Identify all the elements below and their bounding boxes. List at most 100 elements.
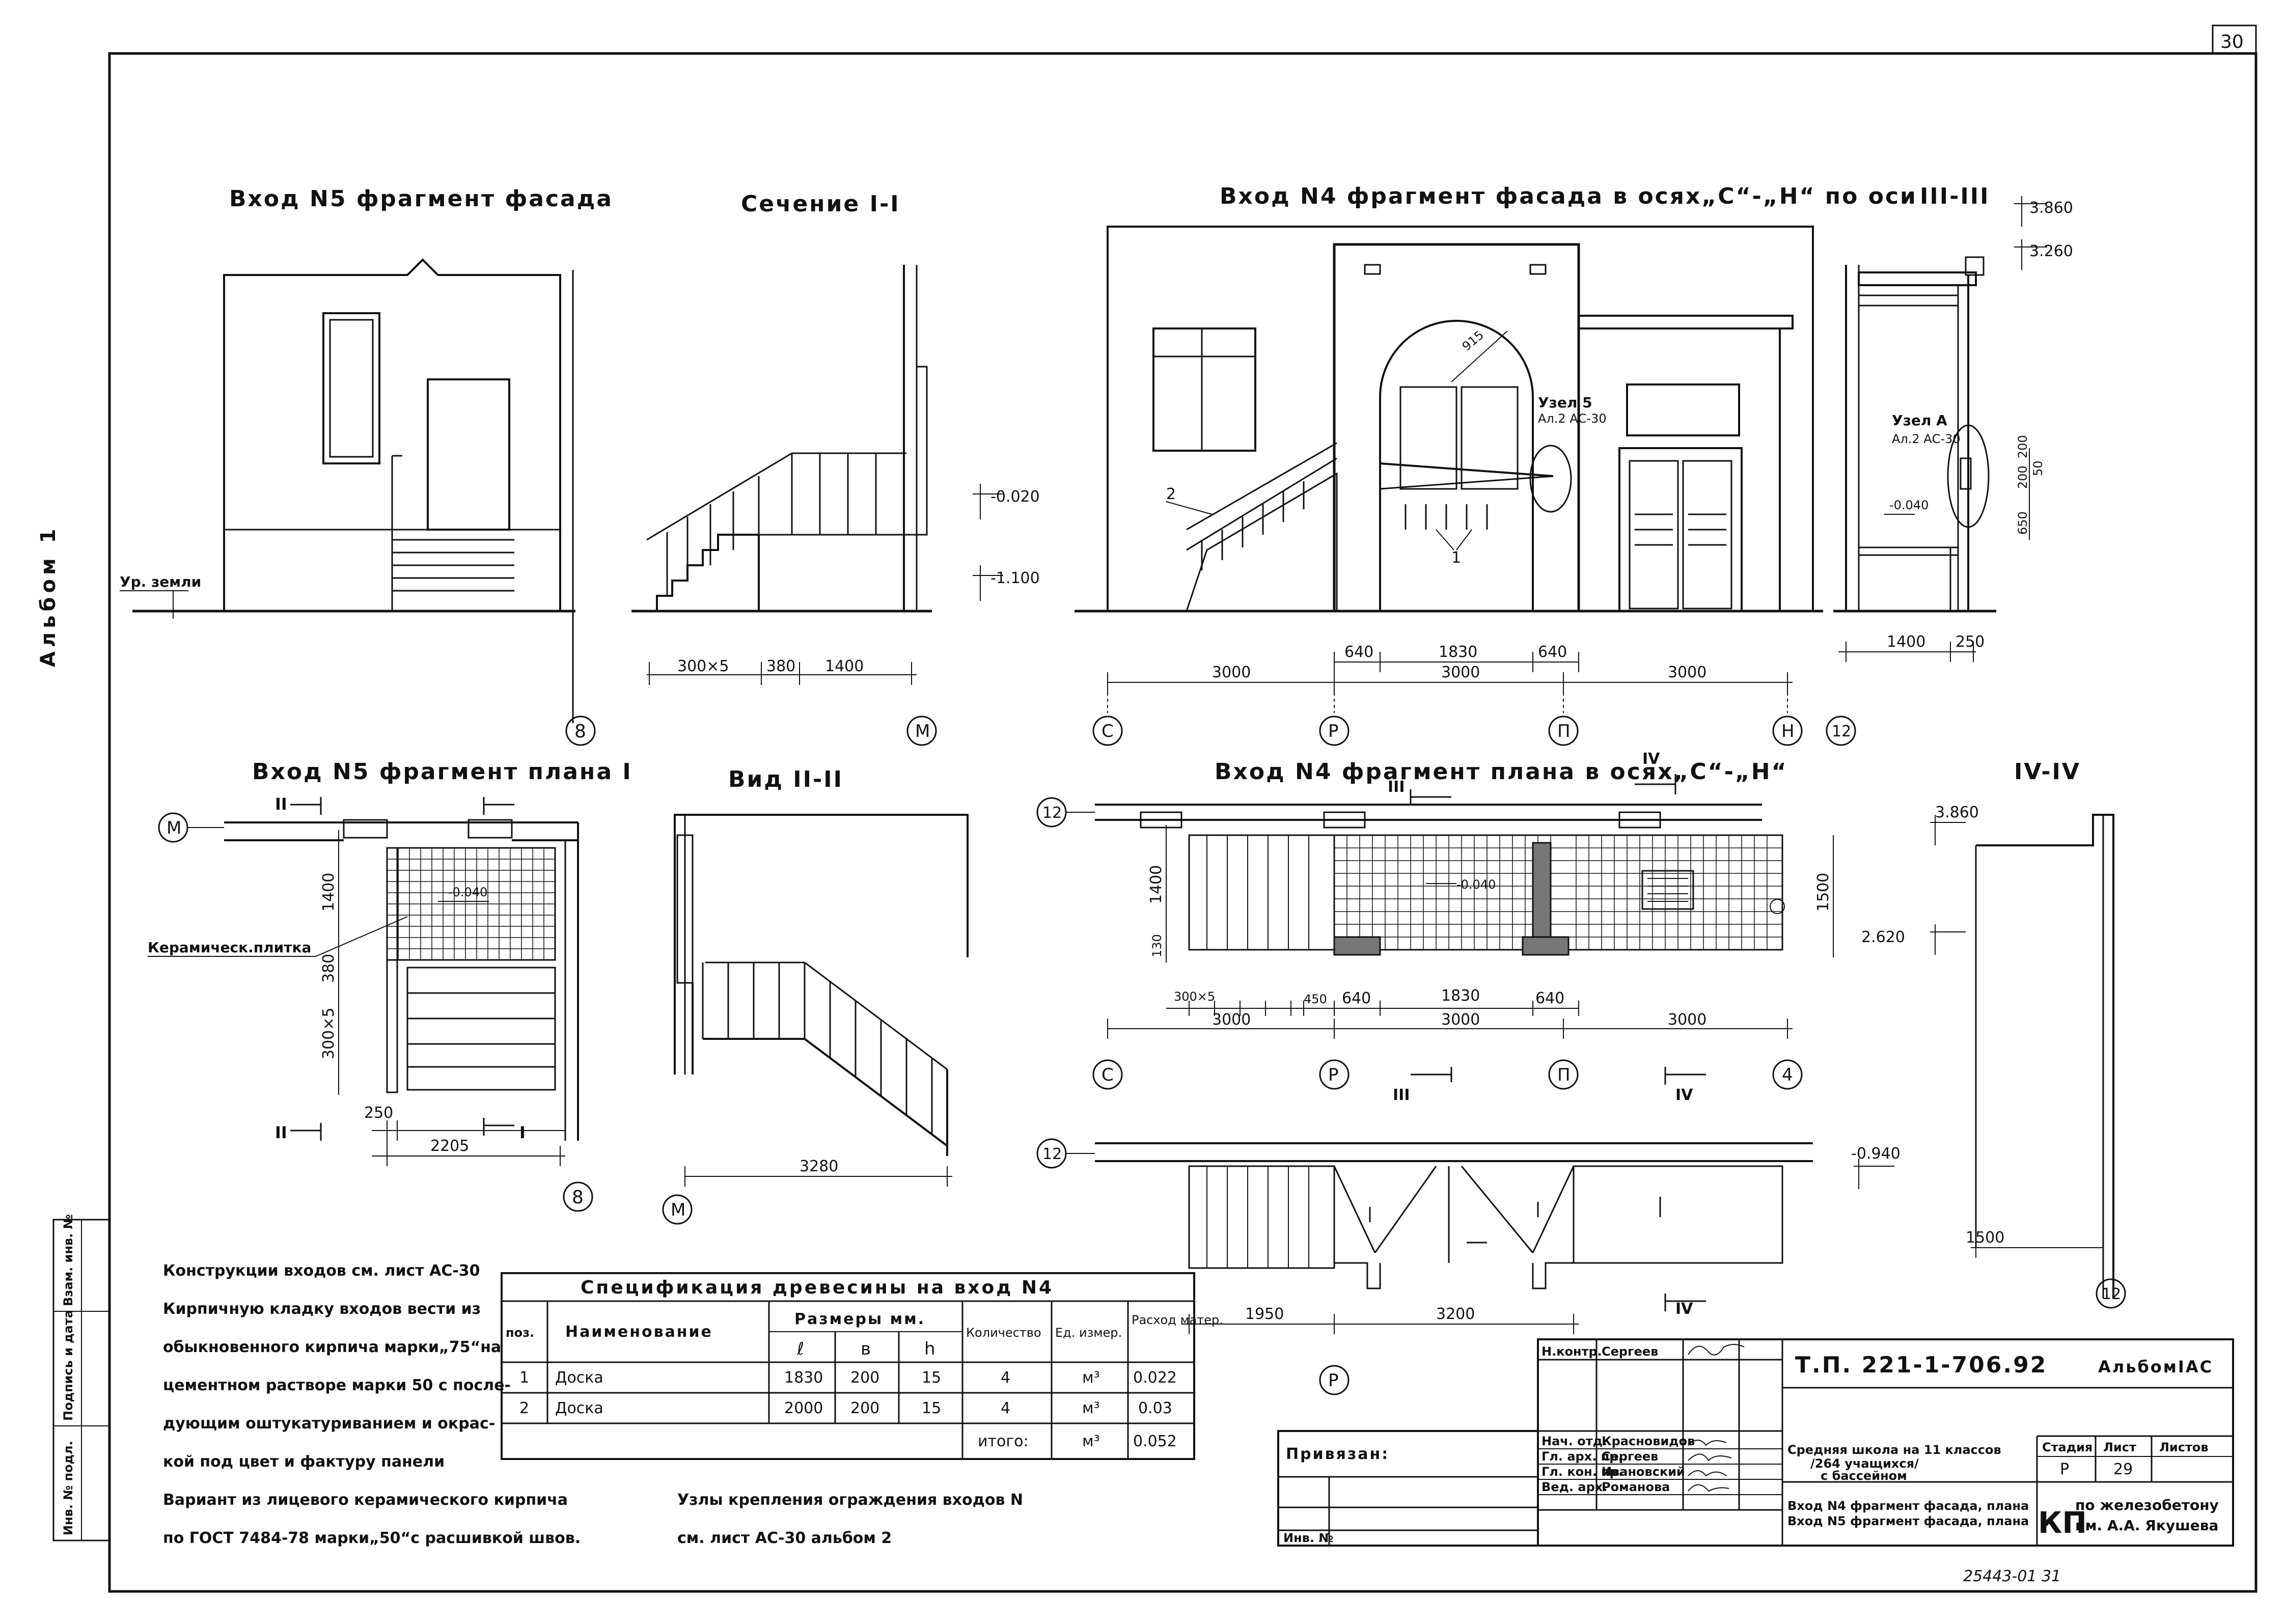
view-title: Вход N4 фрагмент фасада в осях„С“-„Н“ по… [1220, 183, 1917, 209]
wood-spec-table: Спецификация древесины на вход N4 поз. Н… [501, 1272, 1223, 1460]
axis-marker-m [906, 715, 937, 746]
svg-text:цементном растворе марки 50 с: цементном растворе марки 50 с после- [163, 1377, 511, 1394]
plan-grille [1641, 870, 1694, 910]
axis-marker-8 [563, 1181, 593, 1212]
plan-pier-right-base [1522, 936, 1570, 956]
svg-text:0.03: 0.03 [1138, 1399, 1172, 1417]
svg-text:Ал.2 АС-30: Ал.2 АС-30 [1538, 411, 1607, 426]
svg-text:III: III [1388, 778, 1405, 796]
svg-text:ℓ: ℓ [796, 1339, 804, 1359]
svg-text:250: 250 [364, 1104, 393, 1122]
svg-text:М: М [915, 721, 930, 741]
plan-tile-grid [1333, 834, 1783, 951]
svg-text:0.052: 0.052 [1133, 1433, 1177, 1450]
axis-marker-p [1319, 1365, 1350, 1395]
svg-text:-0.020: -0.020 [990, 488, 1040, 506]
view-title: Вход N5 фрагмент плана I [252, 759, 632, 785]
album-side-label: Альбом 1 [37, 525, 60, 667]
svg-text:Конструкции входов см. лист АС: Конструкции входов см. лист АС-30 [163, 1262, 480, 1280]
sheet-frame [108, 52, 2258, 1593]
svg-text:по ГОСТ 7484-78 марки„50“с рас: по ГОСТ 7484-78 марки„50“с расшивкой шво… [163, 1529, 581, 1547]
svg-text:640: 640 [1342, 989, 1371, 1007]
svg-text:450: 450 [1304, 992, 1327, 1006]
svg-text:2: 2 [1166, 485, 1176, 503]
svg-text:50: 50 [2031, 460, 2045, 476]
svg-text:П: П [1557, 1065, 1571, 1085]
svg-text:П: П [1557, 721, 1571, 741]
svg-text:12: 12 [2102, 1285, 2121, 1303]
view-title: IV-IV [2014, 759, 2081, 785]
svg-text:м³: м³ [1082, 1399, 1100, 1417]
svg-text:Сергеев: Сергеев [1602, 1344, 1658, 1359]
svg-text:640: 640 [1535, 989, 1564, 1007]
svg-text:м³: м³ [1082, 1433, 1100, 1450]
view-section-3: III-III Узел А Ал.2 АС-30 3.860 3.260 -0… [1826, 183, 2073, 746]
svg-text:12: 12 [1042, 1145, 1062, 1163]
page-number-box [2212, 24, 2257, 54]
svg-text:м³: м³ [1082, 1369, 1100, 1387]
svg-text:15: 15 [922, 1369, 941, 1387]
node-a-marker [1947, 424, 1990, 528]
svg-text:3200: 3200 [1436, 1305, 1475, 1323]
svg-text:200: 200 [2016, 465, 2030, 489]
svg-text:Ивановский: Ивановский [1602, 1465, 1685, 1479]
svg-text:1400: 1400 [825, 657, 864, 675]
svg-text:3.860: 3.860 [1935, 804, 1979, 821]
svg-text:М: М [167, 818, 181, 838]
svg-text:640: 640 [1344, 643, 1373, 661]
svg-text:Средняя школа на 11 классов: Средняя школа на 11 классов [1787, 1443, 2001, 1457]
svg-text:IV: IV [1675, 1086, 1693, 1104]
svg-text:3280: 3280 [800, 1158, 838, 1175]
node-5-marker [1529, 445, 1572, 513]
svg-text:поз.: поз. [506, 1326, 534, 1340]
view-entrance4-facade: Вход N4 фрагмент фасада в осях„С“-„Н“ по… [1075, 183, 1917, 746]
svg-text:по железобетону: по железобетону [2075, 1497, 2219, 1513]
svg-text:обыкновенного кирпича марки„75: обыкновенного кирпича марки„75“на [163, 1338, 501, 1356]
svg-text:3000: 3000 [1441, 1011, 1480, 1029]
svg-text:Сергеев: Сергеев [1602, 1449, 1658, 1464]
svg-text:I: I [519, 1123, 526, 1142]
svg-text:Р: Р [1328, 1065, 1339, 1085]
svg-text:итого:: итого: [978, 1433, 1029, 1450]
svg-text:2: 2 [519, 1399, 529, 1417]
svg-text:29: 29 [2113, 1461, 2133, 1478]
svg-text:15: 15 [922, 1399, 941, 1417]
svg-text:200: 200 [850, 1369, 879, 1387]
svg-text:130: 130 [1150, 934, 1164, 957]
svg-text:1950: 1950 [1245, 1305, 1284, 1323]
svg-text:Расход матер.: Расход матер. [1132, 1313, 1223, 1327]
page-number: 30 [2220, 32, 2244, 52]
svg-text:IV: IV [1675, 1300, 1693, 1318]
svg-text:-0.040: -0.040 [1889, 498, 1929, 512]
axis-marker-p [1319, 1059, 1350, 1090]
svg-text:М: М [671, 1200, 685, 1220]
svg-text:Вариант из лицевого керамическ: Вариант из лицевого керамического кирпич… [163, 1491, 568, 1509]
svg-text:см. лист АС-30 альбом 2: см. лист АС-30 альбом 2 [677, 1529, 892, 1547]
axis-marker-m [662, 1194, 693, 1225]
svg-text:Узел 5: Узел 5 [1538, 394, 1592, 411]
svg-text:/264 учащихся/: /264 учащихся/ [1810, 1456, 1919, 1471]
svg-text:200: 200 [2016, 435, 2030, 458]
svg-text:2.620: 2.620 [1861, 928, 1905, 946]
svg-text:1400: 1400 [320, 873, 338, 912]
svg-text:1400: 1400 [1887, 633, 1925, 651]
axis-marker-s [1092, 715, 1123, 746]
svg-text:3000: 3000 [1668, 1011, 1706, 1029]
svg-text:Подпись и дата: Подпись и дата [61, 1310, 75, 1421]
svg-text:Листов: Листов [2159, 1440, 2209, 1454]
svg-text:Р: Р [2060, 1461, 2069, 1478]
svg-text:1500: 1500 [1814, 873, 1832, 912]
view-title: Сечение I-I [741, 191, 900, 217]
svg-text:3000: 3000 [1441, 664, 1480, 681]
svg-text:Стадия: Стадия [2042, 1440, 2093, 1454]
svg-text:Взам. инв. №: Взам. инв. № [61, 1215, 75, 1306]
svg-text:Н.контр.: Н.контр. [1541, 1344, 1602, 1359]
svg-text:1830: 1830 [1439, 643, 1477, 661]
view-entrance4-lower-plan: 1950 3200 IV 12 Р [1036, 1138, 1813, 1395]
svg-text:300×5: 300×5 [1174, 989, 1215, 1004]
album-code: АльбомIАС [2098, 1357, 2213, 1377]
svg-text:915: 915 [1460, 328, 1486, 354]
spec-row: 2 Доска 2000 200 15 4 м³ 0.03 [519, 1399, 1172, 1417]
svg-text:II: II [275, 1123, 287, 1142]
